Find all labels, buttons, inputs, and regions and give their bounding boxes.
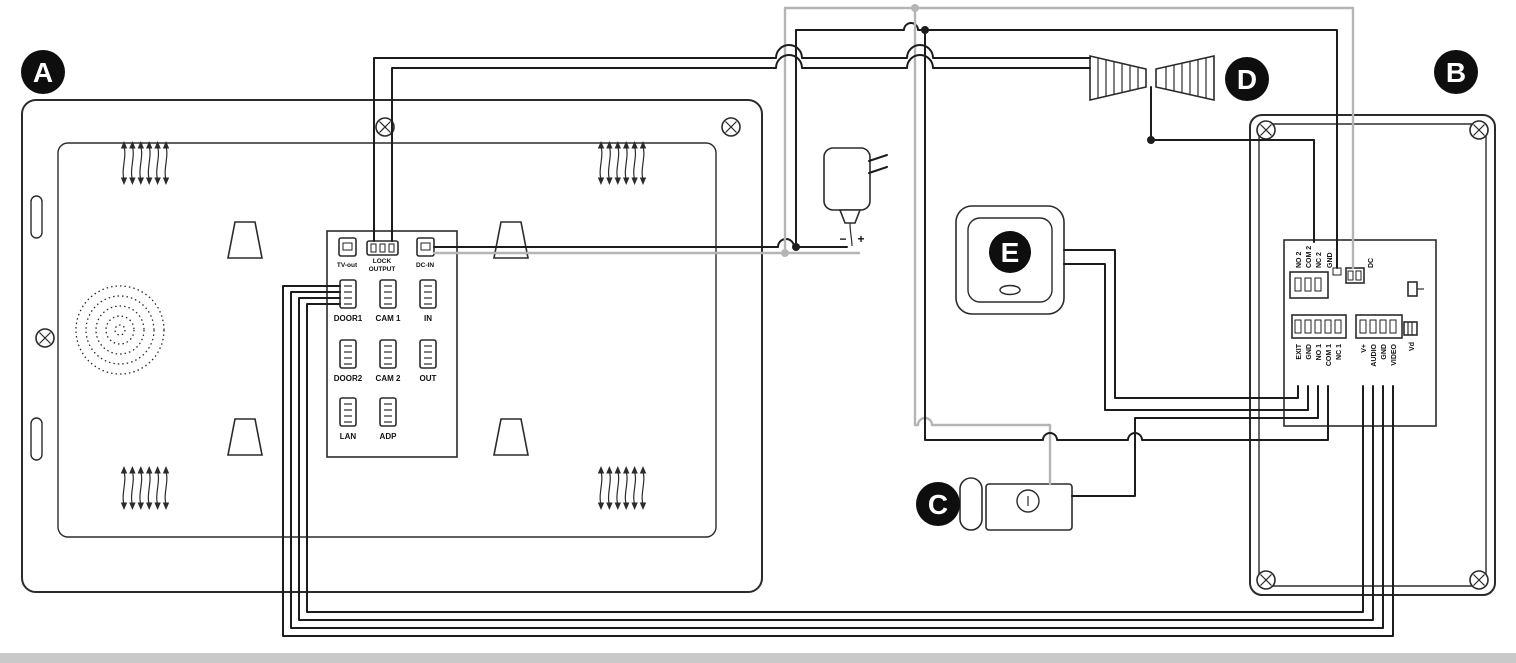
badge-a-letter: A: [33, 57, 53, 88]
screw-icon: [35, 328, 55, 348]
label-tv-out: TV-out: [337, 262, 358, 269]
in-port: [419, 279, 437, 309]
out-port: [419, 339, 437, 369]
adp-port: [379, 397, 397, 427]
power-adapter: − +: [823, 147, 888, 247]
label-lock-output-2: OUTPUT: [369, 266, 396, 273]
wire-button-to-gnd: [1063, 263, 1309, 411]
plug-prong-icon: [868, 154, 888, 162]
wire-lock-to-no1: [1071, 385, 1319, 497]
lock-bolt: [959, 477, 983, 531]
door-station: NO 2 COM 2 NC 2 GND DC EXIT GND NO 1 COM…: [1249, 114, 1496, 596]
side-slot: [30, 195, 43, 239]
wire-lock-output-2: [391, 54, 1091, 242]
screw-icon: [1469, 120, 1489, 140]
side-slot: [30, 417, 43, 461]
label-lock-output-1: LOCK: [373, 258, 392, 265]
lan-port: [339, 397, 357, 427]
badges: A B C D E: [21, 50, 1478, 526]
label-door1: DOOR1: [334, 314, 363, 323]
wire-bus-video: [282, 285, 1394, 637]
label-gnd-top: GND: [1327, 252, 1334, 268]
label-com1: COM 1: [1326, 344, 1333, 366]
label-cam2: CAM 2: [376, 374, 401, 383]
wire-power-to-station-gnd: [795, 22, 1338, 269]
label-no2: NO 2: [1296, 252, 1303, 268]
jumper-icon: [1407, 281, 1418, 297]
wire-button-to-exit: [1063, 249, 1299, 399]
label-lan: LAN: [340, 432, 357, 441]
wire-power-to-station-dc: [783, 6, 1355, 270]
label-out: OUT: [420, 374, 437, 383]
lock-body: [985, 483, 1073, 531]
wire-bell-to-station: [1150, 139, 1315, 243]
label-in: IN: [424, 314, 432, 323]
electric-lock: [959, 477, 1073, 531]
label-adp: ADP: [380, 432, 398, 441]
station-pcb: NO 2 COM 2 NC 2 GND DC EXIT GND NO 1 COM…: [1283, 239, 1437, 427]
badge-e-letter: E: [1001, 237, 1020, 268]
label-vd: Vd: [1409, 342, 1416, 351]
cam1-port: [379, 279, 397, 309]
door2-port: [339, 339, 357, 369]
label-nc1: NC 1: [1336, 344, 1343, 360]
monitor-connector-panel: TV-out LOCK OUTPUT DC-IN DOOR1 CAM 1 IN …: [326, 230, 458, 458]
button-indicator: [999, 284, 1021, 296]
badge-b: [1434, 50, 1478, 94]
gnd-pad: [1332, 267, 1342, 276]
camera-block-icon: [1403, 321, 1418, 336]
screw-icon: [1256, 570, 1276, 590]
badge-d-letter: D: [1237, 64, 1257, 95]
label-minus: −: [839, 232, 846, 246]
page-edge-strip: [0, 653, 1516, 663]
badge-c-letter: C: [928, 489, 948, 520]
wire-bus-vplus: [306, 303, 1364, 613]
label-video: VIDEO: [1391, 343, 1398, 365]
label-no1: NO 1: [1316, 344, 1323, 360]
speaker-grille-icon: [75, 285, 165, 375]
plug-prong-icon: [868, 166, 888, 174]
wire-lock-output-1: [373, 44, 1091, 242]
screw-icon: [1469, 570, 1489, 590]
wires: [282, 4, 1394, 637]
badge-e: [989, 231, 1031, 273]
chime-bell-icon: [1089, 54, 1215, 141]
label-dc: DC: [1368, 258, 1375, 268]
label-com2: COM 2: [1306, 246, 1313, 268]
label-gnd-left: GND: [1306, 344, 1313, 360]
badge-c: [916, 482, 960, 526]
screw-icon: [721, 117, 741, 137]
wire-bus-audio: [298, 297, 1374, 621]
wire-bus-gnd: [290, 291, 1384, 629]
label-dc-in: DC-IN: [416, 262, 434, 269]
junction-dot: [792, 243, 800, 251]
adapter-cord: [849, 222, 853, 247]
label-exit: EXIT: [1296, 343, 1303, 359]
indoor-monitor: TV-out LOCK OUTPUT DC-IN DOOR1 CAM 1 IN …: [21, 99, 763, 593]
badge-b-letter: B: [1446, 57, 1466, 88]
wire-power-to-com1: [924, 29, 1329, 441]
label-vplus: V+: [1361, 344, 1368, 353]
junction-dot: [921, 26, 929, 34]
label-gnd-right: GND: [1381, 344, 1388, 360]
junction-dot: [1147, 136, 1155, 144]
label-door2: DOOR2: [334, 374, 363, 383]
label-audio: AUDIO: [1371, 343, 1378, 366]
label-nc2: NC 2: [1316, 252, 1323, 268]
badge-a: [21, 50, 65, 94]
screw-icon: [1256, 120, 1276, 140]
lock-cylinder-icon: [1016, 489, 1040, 513]
badge-d: [1225, 57, 1269, 101]
label-plus: +: [857, 232, 864, 246]
junction-dot: [781, 249, 789, 257]
door1-port: [339, 279, 357, 309]
cam2-port: [379, 339, 397, 369]
junction-dot: [911, 4, 919, 12]
label-cam1: CAM 1: [376, 314, 401, 323]
